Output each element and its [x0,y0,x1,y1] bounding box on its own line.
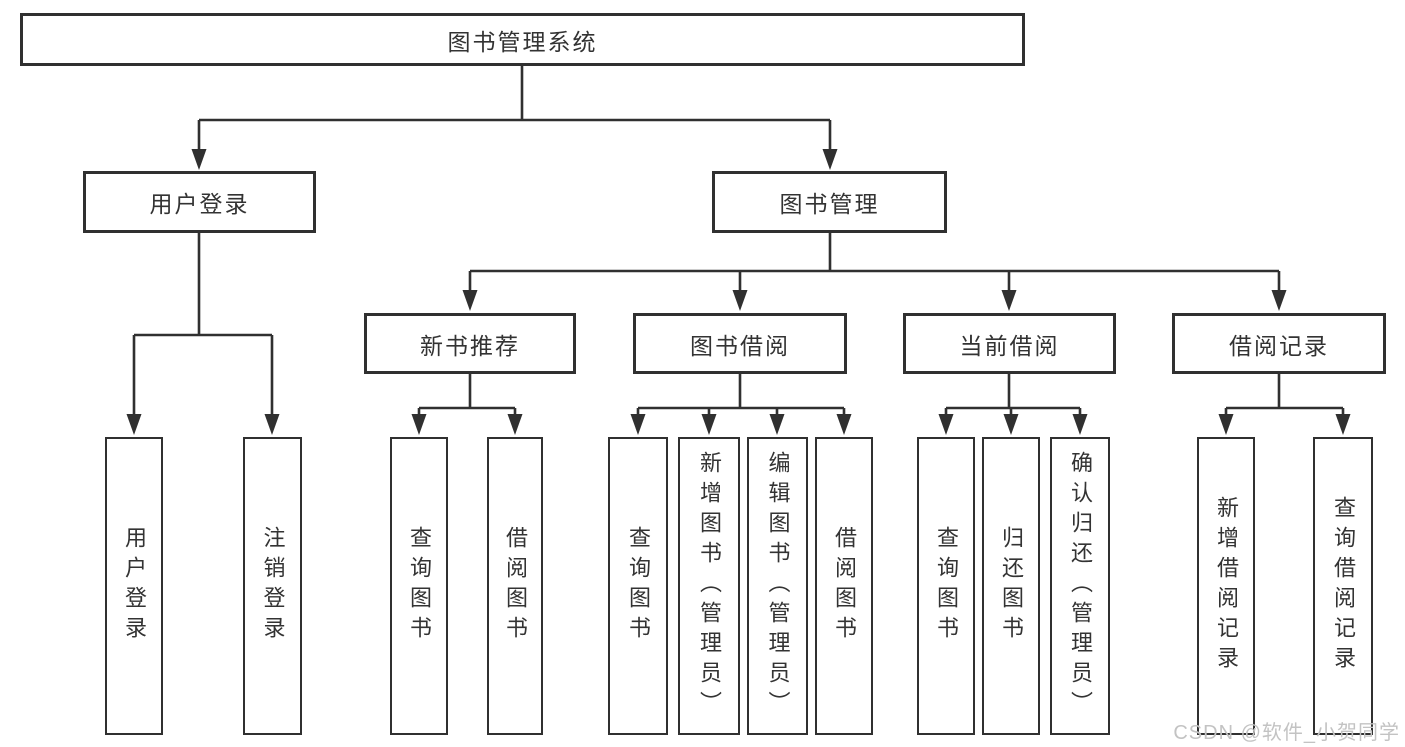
connector-borrow-records-children [1218,374,1351,435]
node-logout-leaf: 注销登录 [243,437,302,735]
arrowhead [1218,414,1234,435]
node-bb-borrow-books: 借阅图书 [815,437,873,735]
arrowhead [938,414,954,435]
node-book-mgmt: 图书管理 [712,171,947,233]
arrowhead [1335,414,1351,435]
arrowhead [507,414,523,435]
node-br-add-record: 新增借阅记录 [1197,437,1255,735]
arrowhead [1001,290,1017,311]
connector-book-mgmt-children [462,233,1287,311]
arrowhead [411,414,427,435]
arrowhead [769,414,785,435]
node-borrow-records: 借阅记录 [1172,313,1386,374]
arrowhead [701,414,717,435]
node-book-borrow: 图书借阅 [633,313,847,374]
arrowhead [836,414,852,435]
arrowhead [630,414,646,435]
node-br-query-record: 查询借阅记录 [1313,437,1373,735]
node-cb-query-books: 查询图书 [917,437,975,735]
arrowhead [1072,414,1088,435]
node-user-login: 用户登录 [83,171,316,233]
node-rec-borrow-books: 借阅图书 [487,437,543,735]
arrowhead [191,149,207,170]
arrowhead [1271,290,1287,311]
node-bb-add-books: 新增图书（管理员） [678,437,740,735]
connector-root-to-level1 [191,66,838,170]
node-bb-edit-books: 编辑图书（管理员） [747,437,808,735]
node-bb-query-books: 查询图书 [608,437,668,735]
connector-user-login-children [126,233,280,435]
connector-book-borrow-children [630,374,852,435]
node-cb-return-books: 归还图书 [982,437,1040,735]
arrowhead [822,149,838,170]
node-root: 图书管理系统 [20,13,1025,66]
connector-new-book-rec-children [411,374,523,435]
node-new-book-rec: 新书推荐 [364,313,576,374]
arrowhead [1003,414,1019,435]
arrowhead [732,290,748,311]
csdn-watermark: CSDN @软件_小贺同学 [1173,722,1400,744]
arrowhead [264,414,280,435]
arrowhead [462,290,478,311]
node-cb-confirm-return: 确认归还（管理员） [1050,437,1110,735]
node-user-login-leaf: 用户登录 [105,437,163,735]
node-rec-query-books: 查询图书 [390,437,448,735]
arrowhead [126,414,142,435]
node-current-borrow: 当前借阅 [903,313,1116,374]
connector-current-borrow-children [938,374,1088,435]
